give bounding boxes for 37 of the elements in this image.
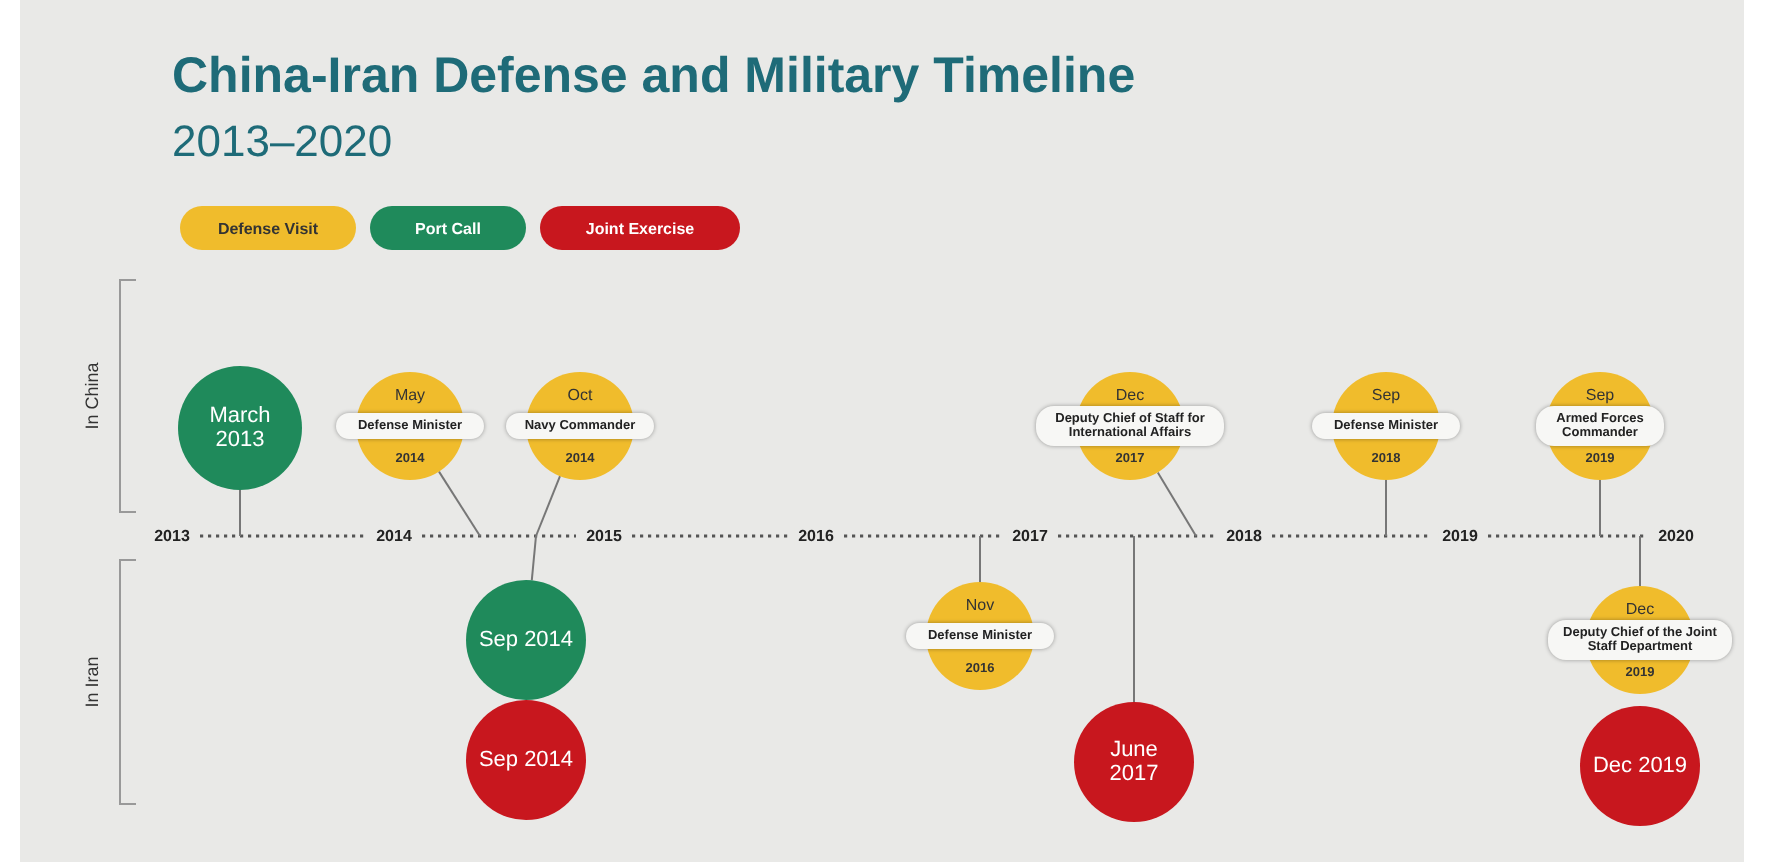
leader-line <box>438 470 481 537</box>
leader-line <box>1156 471 1197 537</box>
leader-line <box>1133 535 1135 703</box>
section-label: In Iran <box>82 656 102 708</box>
event-month: Dec <box>1623 600 1657 618</box>
leader-line <box>1639 535 1641 587</box>
event-month: May <box>392 386 428 404</box>
leader-line <box>1385 479 1387 537</box>
section-label: In China <box>82 362 102 430</box>
year-label: 2017 <box>1008 527 1052 545</box>
title: China-Iran Defense and Military Timeline <box>172 48 1136 106</box>
year-label: 2020 <box>1654 527 1698 545</box>
leader-line <box>530 535 537 582</box>
year-label: 2016 <box>794 527 838 545</box>
event-month: Sep <box>1583 386 1617 404</box>
event-date: March 2013 <box>207 404 273 452</box>
event-month: Nov <box>963 596 997 614</box>
event-date: Sep 2014 <box>476 628 576 652</box>
year-label: 2019 <box>1438 527 1482 545</box>
leader-line <box>239 489 241 537</box>
legend-pill: Port Call <box>370 206 526 250</box>
event-date: Dec 2019 <box>1590 754 1690 778</box>
leader-line <box>535 475 561 537</box>
leader-line <box>1599 479 1601 537</box>
year-label: 2014 <box>372 527 416 545</box>
subtitle: 2013–2020 <box>172 116 393 168</box>
event-date: June 2017 <box>1107 738 1161 786</box>
year-label: 2013 <box>150 527 194 545</box>
event-month: Oct <box>565 386 595 404</box>
leader-line <box>979 535 981 583</box>
legend-pill: Defense Visit <box>180 206 356 250</box>
legend-pill: Joint Exercise <box>540 206 740 250</box>
event-month: Sep <box>1369 386 1403 404</box>
event-month: Dec <box>1113 386 1147 404</box>
year-label: 2015 <box>582 527 626 545</box>
event-date: Sep 2014 <box>476 748 576 772</box>
year-label: 2018 <box>1222 527 1266 545</box>
